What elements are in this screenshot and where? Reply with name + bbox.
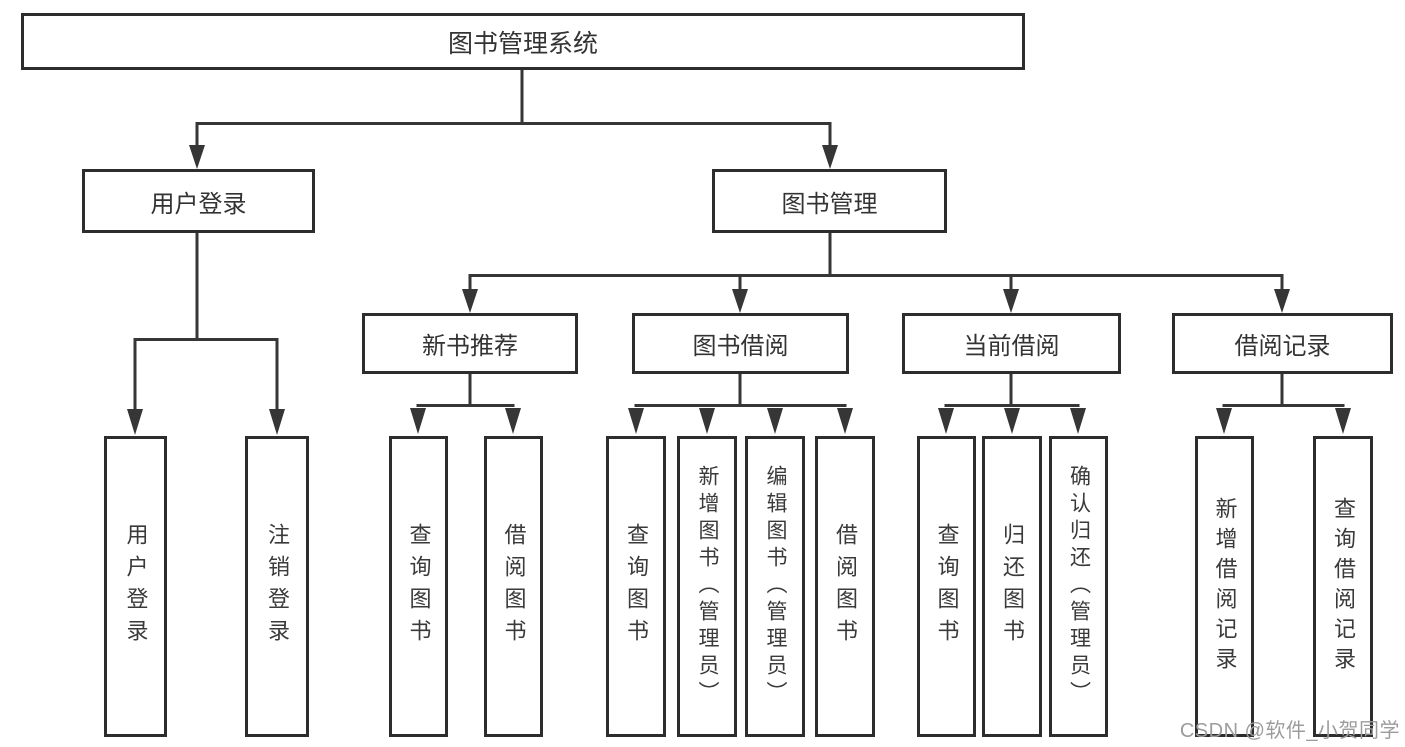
node-new-book-recommend: 新书推荐 <box>362 313 578 374</box>
leaf-user-login: 用户登录 <box>104 436 167 737</box>
leaf-query-books-recommend: 查询图书 <box>389 436 448 737</box>
leaf-borrow-books-recommend: 借阅图书 <box>484 436 543 737</box>
node-borrow-records: 借阅记录 <box>1172 313 1393 374</box>
leaf-return-books: 归还图书 <box>982 436 1042 737</box>
leaf-add-book-admin: 新增图书（管理员） <box>677 436 737 737</box>
leaf-edit-book-admin: 编辑图书（管理员） <box>745 436 805 737</box>
node-book-borrow: 图书借阅 <box>632 313 849 374</box>
leaf-query-books-borrow: 查询图书 <box>606 436 666 737</box>
watermark: CSDN @软件_小贺同学 <box>1179 720 1400 742</box>
leaf-query-borrow-record: 查询借阅记录 <box>1313 436 1373 737</box>
node-user-login: 用户登录 <box>82 169 315 233</box>
leaf-logout: 注销登录 <box>245 436 309 737</box>
leaf-add-borrow-record: 新增借阅记录 <box>1195 436 1254 737</box>
node-library-management-system: 图书管理系统 <box>21 13 1025 70</box>
leaf-confirm-return-admin: 确认归还（管理员） <box>1049 436 1108 737</box>
leaf-borrow-books: 借阅图书 <box>815 436 875 737</box>
leaf-query-books-current: 查询图书 <box>917 436 976 737</box>
node-book-management: 图书管理 <box>712 169 947 233</box>
node-current-borrow: 当前借阅 <box>902 313 1121 374</box>
